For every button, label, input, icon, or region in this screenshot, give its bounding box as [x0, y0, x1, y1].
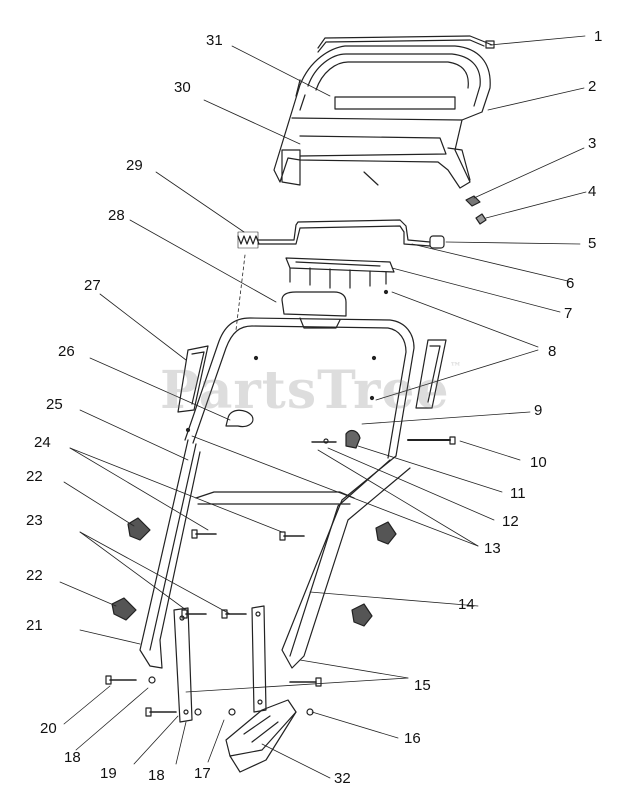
callout-22a: 22 [26, 468, 43, 485]
callout-21: 21 [26, 617, 43, 634]
part-15-bracket-right [251, 605, 267, 713]
part-10-bolt [407, 436, 456, 445]
callout-19: 19 [100, 765, 117, 782]
part-29-spring [237, 231, 260, 249]
callout-23: 23 [26, 512, 43, 529]
right-knob-upper [375, 521, 397, 545]
part-3-nut [465, 195, 481, 207]
callout-18b: 18 [148, 767, 165, 784]
right-knob-lower [351, 603, 373, 627]
cross-brace [195, 491, 355, 505]
callout-27: 27 [84, 277, 101, 294]
part-6-bail-rod [257, 219, 445, 249]
part-31-decal [334, 96, 456, 110]
part-23-bolt-left [181, 609, 207, 619]
part-11-washer [323, 438, 329, 444]
callout-22b: 22 [26, 567, 43, 584]
part-18-washer-b [194, 708, 202, 716]
part-5-knob [429, 235, 445, 249]
callout-29: 29 [126, 157, 143, 174]
right-bolt-lower [289, 677, 322, 687]
part-18-washer-a [148, 676, 156, 684]
part-25-left-lower-tube [139, 439, 201, 669]
part-27-clip [177, 345, 209, 413]
callout-9: 9 [534, 402, 543, 419]
callout-3: 3 [588, 135, 597, 152]
part-20-bolt [105, 675, 137, 685]
callout-26: 26 [58, 343, 75, 360]
part-32-deck-mount [225, 699, 297, 773]
part-8-screws [185, 289, 389, 433]
part-7-bracket [285, 257, 395, 289]
callout-32: 32 [334, 770, 351, 787]
callout-6: 6 [566, 275, 575, 292]
callout-11: 11 [510, 485, 526, 502]
part-22-knob-upper [127, 517, 151, 541]
watermark: PartsTree™ [160, 360, 463, 421]
part-2-control-housing [273, 45, 491, 189]
callout-2: 2 [588, 78, 597, 95]
callout-16: 16 [404, 730, 421, 747]
part-28-grip [281, 291, 347, 317]
callout-30: 30 [174, 79, 191, 96]
callout-25: 25 [46, 396, 63, 413]
part-24-bolt-left [191, 529, 217, 539]
part-14-right-lower-tube [281, 455, 411, 669]
part-9-cable-clamp [345, 429, 361, 449]
callout-8: 8 [548, 343, 557, 360]
callout-10: 10 [530, 454, 547, 471]
part-15-bracket-left [173, 607, 193, 723]
callout-28: 28 [108, 207, 125, 224]
callout-15: 15 [414, 677, 431, 694]
right-clip [415, 339, 447, 409]
callout-20: 20 [40, 720, 57, 737]
callout-13: 13 [484, 540, 501, 557]
part-26-cable-guide [225, 409, 254, 428]
callout-1: 1 [594, 28, 603, 45]
callout-7: 7 [564, 305, 573, 322]
callout-18a: 18 [64, 749, 81, 766]
part-1-cable [317, 35, 495, 53]
callout-4: 4 [588, 183, 597, 200]
part-24-bolt-right [279, 531, 305, 541]
callout-31: 31 [206, 32, 223, 49]
callout-24: 24 [34, 434, 51, 451]
callout-17: 17 [194, 765, 211, 782]
callout-14: 14 [458, 596, 475, 613]
part-17-washer [228, 708, 236, 716]
leader-lines [59, 35, 587, 779]
part-19-bolt [145, 707, 177, 717]
part-22-knob-lower [111, 597, 137, 621]
callout-12: 12 [502, 513, 519, 530]
callout-5: 5 [588, 235, 597, 252]
part-4-screw [475, 213, 487, 225]
upper-handle [184, 317, 415, 459]
